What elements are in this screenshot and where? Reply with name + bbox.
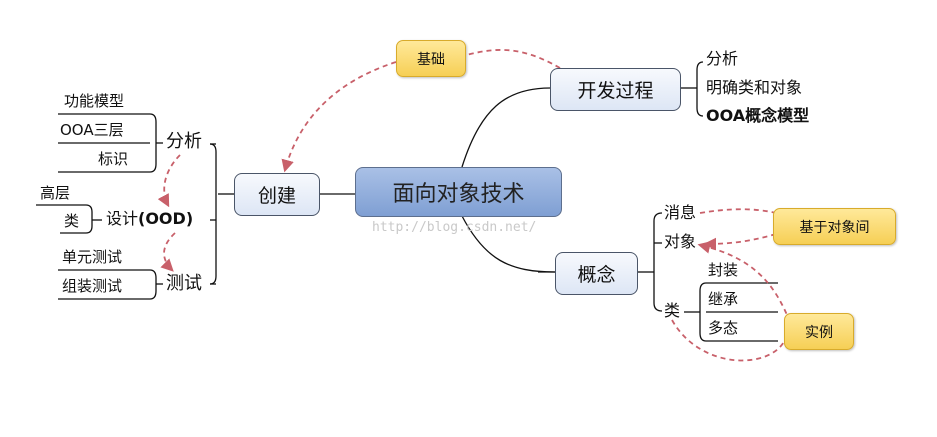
bracket-gainian	[653, 212, 663, 312]
node-kaifa[interactable]: 开发过程	[550, 68, 681, 111]
gainian-duixiang: 对象	[664, 232, 697, 251]
arrow-jichu-chuangjian	[281, 61, 397, 173]
fenxi-item: 标识	[98, 150, 129, 168]
arrow-shili-duixiang	[697, 241, 791, 323]
arrow-xiaoxi-jiyu	[699, 208, 777, 214]
arrow-kaifa-jichu	[465, 49, 561, 69]
node-chuangjian[interactable]: 创建	[234, 173, 320, 216]
gainian-lei: 类	[664, 301, 681, 320]
bracket-lei	[699, 282, 707, 342]
fenxi-item: 功能模型	[64, 92, 125, 110]
chuangjian-fenxi: 分析	[166, 131, 202, 152]
callout-jichu[interactable]: 基础	[396, 40, 466, 77]
fenxi-item: OOA三层	[60, 121, 124, 139]
node-gainian[interactable]: 概念	[555, 252, 638, 295]
bracket-fenxi	[149, 113, 157, 173]
kaifa-child-fenxi: 分析	[706, 49, 739, 68]
sheji-item: 高层	[40, 184, 71, 202]
chuangjian-ceshi: 测试	[166, 273, 202, 294]
arrow-lei-shili	[671, 319, 786, 362]
arrow-sheji-ceshi	[160, 232, 176, 272]
bracket-chuangjian	[209, 143, 217, 285]
kaifa-child-mingque: 明确类和对象	[706, 78, 803, 97]
watermark: http://blog.csdn.net/	[372, 220, 537, 235]
lei-item: 多态	[708, 319, 739, 337]
chuangjian-sheji: 设计(OOD)	[106, 211, 193, 227]
ceshi-item: 单元测试	[62, 248, 123, 266]
bracket-kaifa	[696, 61, 704, 117]
callout-jiyu[interactable]: 基于对象间	[773, 208, 896, 245]
sheji-item: 类	[64, 212, 80, 230]
link-center-kaifa	[461, 87, 551, 168]
lei-item: 继承	[708, 290, 739, 308]
bracket-sheji	[85, 204, 93, 234]
gainian-xiaoxi: 消息	[664, 203, 697, 222]
callout-shili[interactable]: 实例	[784, 313, 854, 350]
ceshi-item: 组装测试	[62, 277, 123, 295]
arrow-fenxi-sheji	[157, 154, 181, 208]
lei-item: 封装	[708, 261, 739, 279]
sheji-label: 设计(OOD)	[106, 209, 194, 228]
center-node[interactable]: 面向对象技术	[355, 167, 562, 217]
arrow-jiyu-duixiang	[703, 233, 777, 251]
kaifa-child-ooa: OOA概念模型	[706, 106, 810, 125]
bracket-ceshi	[149, 269, 157, 300]
